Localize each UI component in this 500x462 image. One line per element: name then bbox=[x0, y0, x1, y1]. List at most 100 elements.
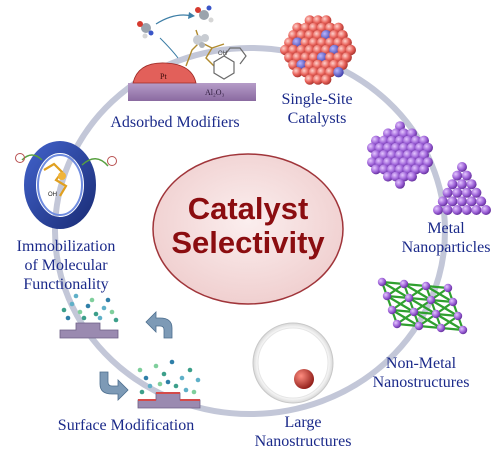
lattice-atom bbox=[392, 319, 402, 329]
metal-atom bbox=[457, 162, 467, 172]
adsorbate-particle bbox=[153, 363, 159, 369]
center-node: Catalyst Selectivity bbox=[152, 153, 344, 305]
metal-atom bbox=[476, 196, 487, 207]
metal-atom bbox=[466, 179, 477, 190]
shell-inner bbox=[257, 327, 329, 399]
nonmetal-lattice bbox=[377, 277, 468, 335]
adsorbate-particle bbox=[173, 383, 179, 389]
adsorbate-particle bbox=[143, 375, 149, 381]
label-large-line1: Large bbox=[284, 414, 321, 431]
center-title-line1: Catalyst bbox=[188, 191, 309, 226]
lattice-atom bbox=[426, 295, 436, 305]
atom bbox=[304, 74, 315, 85]
lattice-atom bbox=[453, 311, 463, 321]
lattice-atom bbox=[404, 293, 414, 303]
adsorbate-particle bbox=[191, 389, 197, 395]
mesoporous-ring-inner bbox=[37, 154, 83, 216]
adsorbate-particle bbox=[73, 293, 79, 299]
metal-atom bbox=[452, 187, 463, 198]
core-particle bbox=[294, 369, 314, 389]
metal-atom bbox=[461, 170, 472, 181]
reaction-arrowhead bbox=[188, 12, 195, 19]
adsorption-arrow bbox=[159, 37, 179, 59]
adsorbate-particle bbox=[69, 301, 75, 307]
adsorbate-particle bbox=[97, 315, 103, 321]
lattice-atom bbox=[377, 277, 387, 287]
adsorbate-particle bbox=[61, 307, 67, 313]
metal-atom bbox=[437, 196, 448, 207]
label-immobilization-line2: of Molecular bbox=[24, 257, 108, 274]
atom bbox=[292, 67, 303, 78]
adsorbate-particle bbox=[137, 367, 143, 373]
metal-cluster-sphere bbox=[367, 121, 433, 189]
cycle-ring bbox=[52, 45, 448, 417]
intermediate-molecule bbox=[193, 34, 209, 48]
modifier-molecule-ring bbox=[213, 47, 247, 80]
label-single-site-line2: Catalysts bbox=[288, 110, 347, 127]
product-molecule-left bbox=[107, 156, 117, 166]
metal-atom bbox=[471, 205, 482, 215]
metal-atom bbox=[461, 205, 472, 215]
substrate-in-arrow bbox=[21, 154, 43, 161]
label-immobilization-line1: Immobilization bbox=[17, 238, 116, 255]
adsorbate-particle bbox=[169, 359, 175, 365]
label-large-line2: Nanostructures bbox=[255, 433, 352, 450]
immob-oh-label: OH bbox=[48, 192, 57, 198]
adsorbate-particle bbox=[113, 317, 119, 323]
immobilization-node: OH Immobilization of Molecular Functiona… bbox=[15, 141, 117, 293]
metal-atom bbox=[481, 205, 491, 215]
cycle-arrow-lower bbox=[99, 371, 129, 401]
lattice-atom bbox=[443, 283, 453, 293]
lattice-atom bbox=[414, 321, 424, 331]
label-nonmetal-line2: Nanostructures bbox=[373, 374, 470, 391]
adsorbate-particles-bottom bbox=[137, 359, 201, 395]
metal-atom bbox=[447, 196, 458, 207]
alumina-label: Al₂O₃ bbox=[205, 88, 225, 97]
atom bbox=[321, 74, 332, 85]
lattice-atom bbox=[399, 279, 409, 289]
modifier-oh-label: OH bbox=[218, 51, 227, 57]
metal-atom bbox=[433, 205, 443, 215]
center-title-line2: Selectivity bbox=[171, 225, 325, 260]
label-metal-line2: Nanoparticles bbox=[402, 239, 491, 256]
adsorbate-particle bbox=[195, 377, 201, 383]
adsorbate-particle bbox=[93, 311, 99, 317]
label-surface-modification: Surface Modification bbox=[58, 417, 194, 434]
adsorbate-particle bbox=[147, 383, 153, 389]
metal-atom bbox=[442, 205, 453, 215]
product-molecule bbox=[195, 5, 214, 23]
label-metal-line1: Metal bbox=[427, 220, 465, 237]
lattice-atom bbox=[458, 325, 468, 335]
label-adsorbed-modifiers: Adsorbed Modifiers bbox=[110, 114, 239, 131]
nonmetal-nanostructures-node: Non-Metal Nanostructures bbox=[373, 277, 470, 391]
metal-atom bbox=[371, 164, 381, 175]
adsorbate-particle bbox=[77, 309, 83, 315]
adsorbate-particle bbox=[89, 297, 95, 303]
metal-atom bbox=[457, 179, 467, 190]
single-site-catalysts-node: Single-Site Catalysts bbox=[280, 15, 356, 127]
adsorbate-particle bbox=[139, 389, 145, 395]
adsorbate-particle bbox=[81, 315, 87, 321]
metal-atom bbox=[442, 187, 453, 198]
adsorbate-particle bbox=[187, 367, 193, 373]
metal-atom bbox=[471, 187, 482, 198]
adsorbate-particle bbox=[105, 297, 111, 303]
large-nanostructures-node: Large Nanostructures bbox=[252, 322, 352, 450]
adsorbate-particles-top bbox=[61, 293, 119, 323]
metal-atom bbox=[407, 171, 417, 182]
metal-atom bbox=[383, 171, 393, 182]
metal-atom bbox=[452, 170, 463, 181]
platinum-particle bbox=[132, 62, 197, 84]
label-single-site-line1: Single-Site bbox=[281, 91, 352, 108]
mesoporous-ring-outer bbox=[24, 141, 96, 229]
metal-atom bbox=[452, 205, 463, 215]
surface-modification-node: Surface Modification bbox=[58, 293, 201, 434]
adsorbed-modifiers-node: Al₂O₃ Pt OH Adsorbed Modifiers bbox=[110, 5, 256, 131]
metal-atom bbox=[457, 196, 467, 207]
reaction-arrow bbox=[155, 14, 193, 25]
adsorbate-particle bbox=[101, 305, 107, 311]
metal-atom bbox=[419, 164, 429, 175]
substrate-molecule bbox=[15, 153, 25, 163]
label-immobilization-line3: Functionality bbox=[23, 276, 108, 293]
